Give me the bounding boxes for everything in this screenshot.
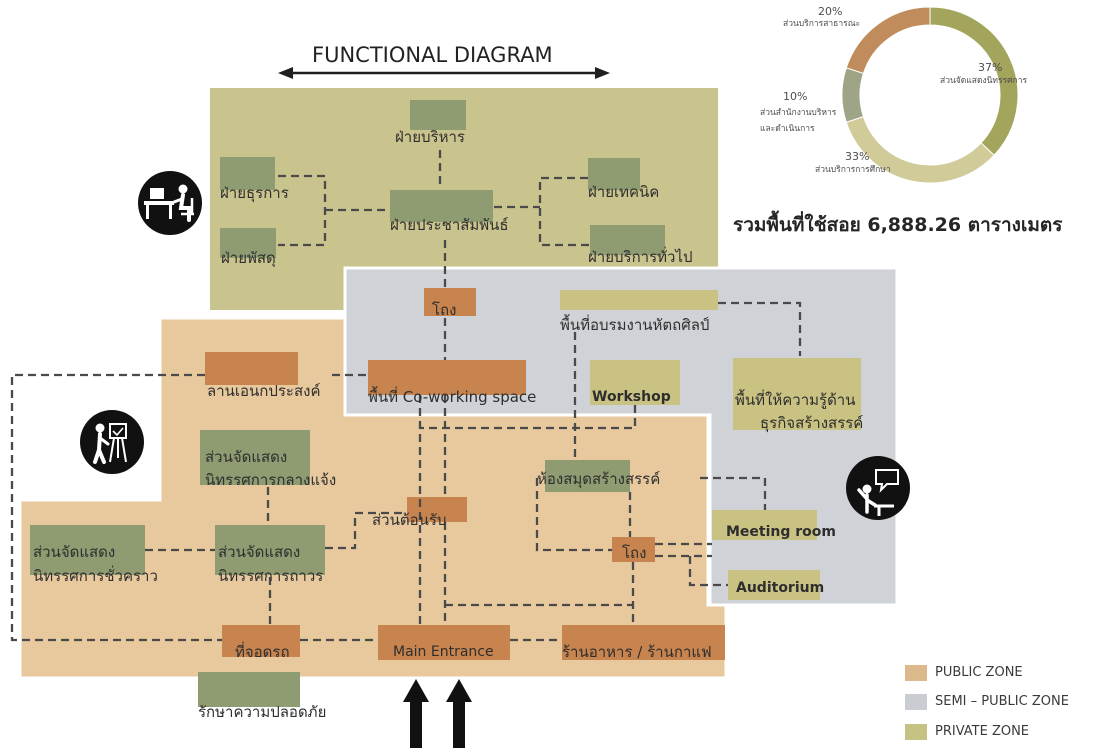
up-arrow-icon xyxy=(446,679,472,748)
box-parking xyxy=(222,625,300,657)
donut-pct-label: 20% xyxy=(818,5,843,18)
connector xyxy=(420,405,637,430)
label-security: รักษาความปลอดภัย xyxy=(198,703,327,721)
label-main-entrance: Main Entrance xyxy=(393,644,494,660)
office-desk-icon xyxy=(138,171,202,235)
label-reception: ส่วนต้อนรับ xyxy=(372,511,447,529)
label-public-relations: ฝ่ายประชาสัมพันธ์ xyxy=(390,216,509,234)
label-parking: ที่จอดรถ xyxy=(235,643,290,661)
label-library: ห้องสมุดสร้างสรรค์ xyxy=(537,470,661,488)
box-admin xyxy=(410,100,466,130)
box-workshop xyxy=(590,360,680,405)
title-double-arrow xyxy=(278,67,610,79)
label-permanent-exhibit-line1: ส่วนจัดแสดง xyxy=(218,543,301,561)
label-multipurpose: ลานเอนกประสงค์ xyxy=(207,382,321,400)
box-general-affairs xyxy=(220,157,275,190)
label-permanent-exhibit-line2: นิทรรศการถาวร xyxy=(218,567,324,585)
box-main-entrance xyxy=(378,625,510,660)
label-temporary-exhibit-line2: นิทรรศการชั่วคราว xyxy=(33,567,158,585)
donut-category-label: ส่วนสำนักงานบริหาร xyxy=(760,108,837,118)
label-admin: ฝ่ายบริหาร xyxy=(395,128,465,146)
box-coworking xyxy=(368,360,526,395)
label-cafe: ร้านอาหาร / ร้านกาแฟ xyxy=(562,643,712,661)
legend-swatch-public xyxy=(905,665,927,681)
legend-swatch-semi-public xyxy=(905,694,927,710)
label-general-services: ฝ่ายบริการทั่วไป xyxy=(588,248,693,266)
label-supplies: ฝ่ายพัสดุ xyxy=(221,249,276,267)
connector xyxy=(700,476,767,510)
donut-pct-label: 10% xyxy=(783,90,808,103)
total-area-text: รวมพื้นที่ใช้สอย 6,888.26 ตารางเมตร xyxy=(733,214,1063,236)
box-security xyxy=(198,672,300,707)
box-supplies xyxy=(220,228,276,258)
label-general-affairs: ฝ่ายธุรการ xyxy=(220,184,289,202)
label-meeting-room: Meeting room xyxy=(726,524,837,540)
legend-label-private: PRIVATE ZONE xyxy=(935,724,1030,739)
connector xyxy=(10,373,222,642)
exhibition-viewer-icon xyxy=(80,410,144,474)
connector xyxy=(718,301,802,356)
label-craft-training: พื้นที่อบรมงานหัตถศิลป์ xyxy=(560,316,710,334)
label-temporary-exhibit-line1: ส่วนจัดแสดง xyxy=(33,543,116,561)
connector xyxy=(538,176,590,247)
donut-segment-3 xyxy=(845,6,931,74)
box-hall-upper xyxy=(424,288,476,316)
label-creative-business-line2: ธุรกิจสร้างสรรค์ xyxy=(760,414,864,432)
legend-label-semi-public: SEMI – PUBLIC ZONE xyxy=(935,694,1069,709)
box-public-relations xyxy=(390,190,493,222)
box-auditorium xyxy=(728,570,820,600)
donut-category-label: ส่วนบริการสาธารณะ xyxy=(783,19,861,29)
donut-pct-label: 33% xyxy=(845,150,870,163)
label-hall-upper: โถง xyxy=(432,301,457,319)
label-auditorium: Auditorium xyxy=(736,580,825,596)
box-creative-business xyxy=(733,358,861,430)
box-technical xyxy=(588,158,640,190)
label-workshop: Workshop xyxy=(592,389,671,405)
donut-segment-2 xyxy=(841,67,865,123)
up-arrow-icon xyxy=(403,679,429,748)
box-reception xyxy=(407,497,467,522)
label-outdoor-exhibit-line2: นิทรรศการกลางแจ้ง xyxy=(205,471,337,489)
legend-swatch-private xyxy=(905,724,927,740)
box-permanent-exhibit xyxy=(215,525,325,575)
label-coworking: พื้นที่ Co-working space xyxy=(368,388,537,406)
label-outdoor-exhibit-line1: ส่วนจัดแสดง xyxy=(205,448,288,466)
label-hall-lower: โถง xyxy=(622,544,647,562)
diagram-title: FUNCTIONAL DIAGRAM xyxy=(312,43,553,67)
donut-category-label: และดำเนินการ xyxy=(760,124,815,134)
legend-label-public: PUBLIC ZONE xyxy=(935,665,1023,680)
presentation-speech-icon xyxy=(846,456,910,520)
connector xyxy=(688,556,728,587)
donut-pct-label: 37% xyxy=(978,61,1003,74)
donut-category-label: ส่วนจัดแสดงนิทรรศการ xyxy=(940,76,1028,86)
box-general-services xyxy=(590,225,665,255)
box-cafe xyxy=(562,625,725,660)
donut-category-label: ส่วนบริการการศึกษา xyxy=(815,165,891,175)
label-creative-business-line1: พื้นที่ให้ความรู้ด้าน xyxy=(735,391,856,409)
box-hall-lower xyxy=(612,537,655,562)
box-craft-training xyxy=(560,290,718,310)
box-meeting-room xyxy=(712,510,817,540)
label-technical: ฝ่ายเทคนิค xyxy=(588,183,660,201)
